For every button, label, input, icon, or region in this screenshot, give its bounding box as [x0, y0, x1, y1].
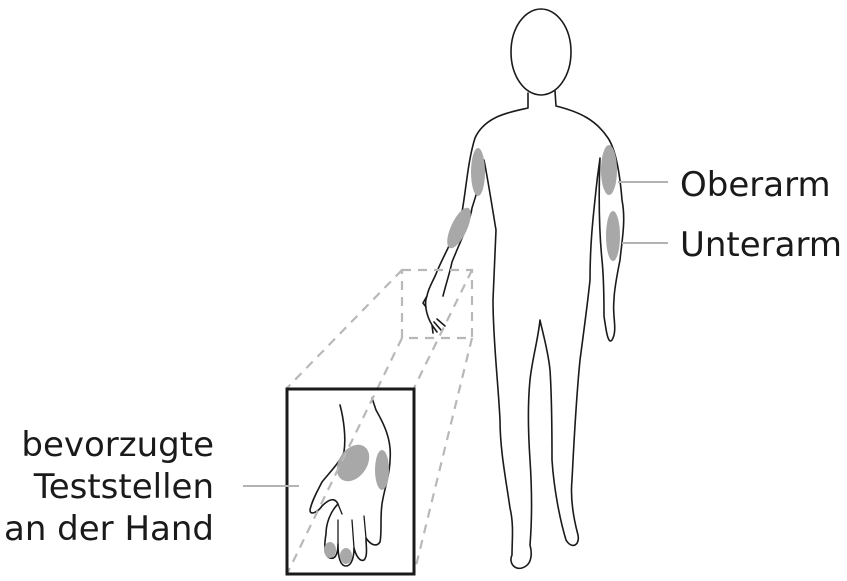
fingertip-site-1 [324, 542, 336, 558]
label-hand-sites: bevorzugte Teststellen an der Hand [4, 424, 214, 550]
zoom-source-box [402, 270, 472, 338]
body-outline [423, 91, 624, 568]
zoom-line-bottom-right [414, 338, 472, 574]
label-hand-line-2: Teststellen [4, 466, 214, 508]
zoom-line-top-left [287, 270, 402, 388]
label-unterarm: Unterarm [680, 226, 842, 264]
forearm-site-right [606, 211, 620, 261]
label-hand-line-1: bevorzugte [4, 424, 214, 466]
head-outline [511, 9, 571, 95]
label-oberarm: Oberarm [680, 166, 831, 204]
label-hand-line-3: an der Hand [4, 508, 214, 550]
palm-site-hypothenar [375, 450, 389, 490]
upper-arm-site-right [601, 145, 617, 195]
hand-detail-frame [287, 389, 414, 574]
upper-arm-site-left [471, 148, 485, 196]
fingertip-site-2 [340, 548, 352, 564]
